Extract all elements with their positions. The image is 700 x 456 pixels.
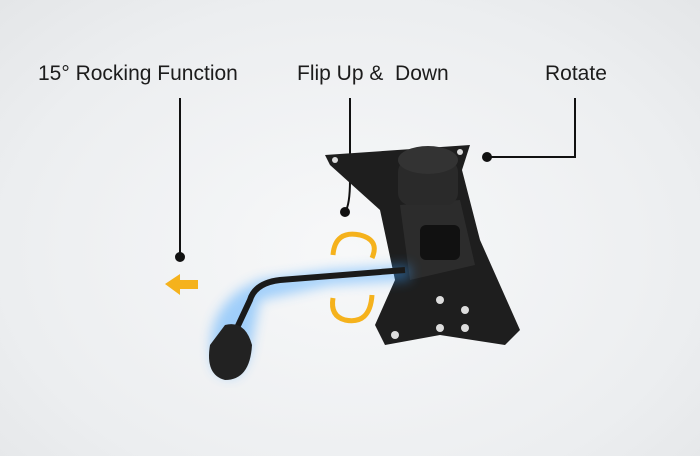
lever-arm	[233, 267, 406, 332]
lever-paddle	[209, 324, 252, 380]
rotation-arrows-icon	[330, 231, 377, 324]
rotate-knob-icon	[398, 146, 458, 205]
callout-rotate: Rotate	[545, 62, 607, 85]
callout-rocking-function: 15° Rocking Function	[38, 62, 238, 85]
callout-flip-up-down: Flip Up & Down	[297, 62, 449, 85]
rocking-arrow-icon	[165, 274, 198, 295]
